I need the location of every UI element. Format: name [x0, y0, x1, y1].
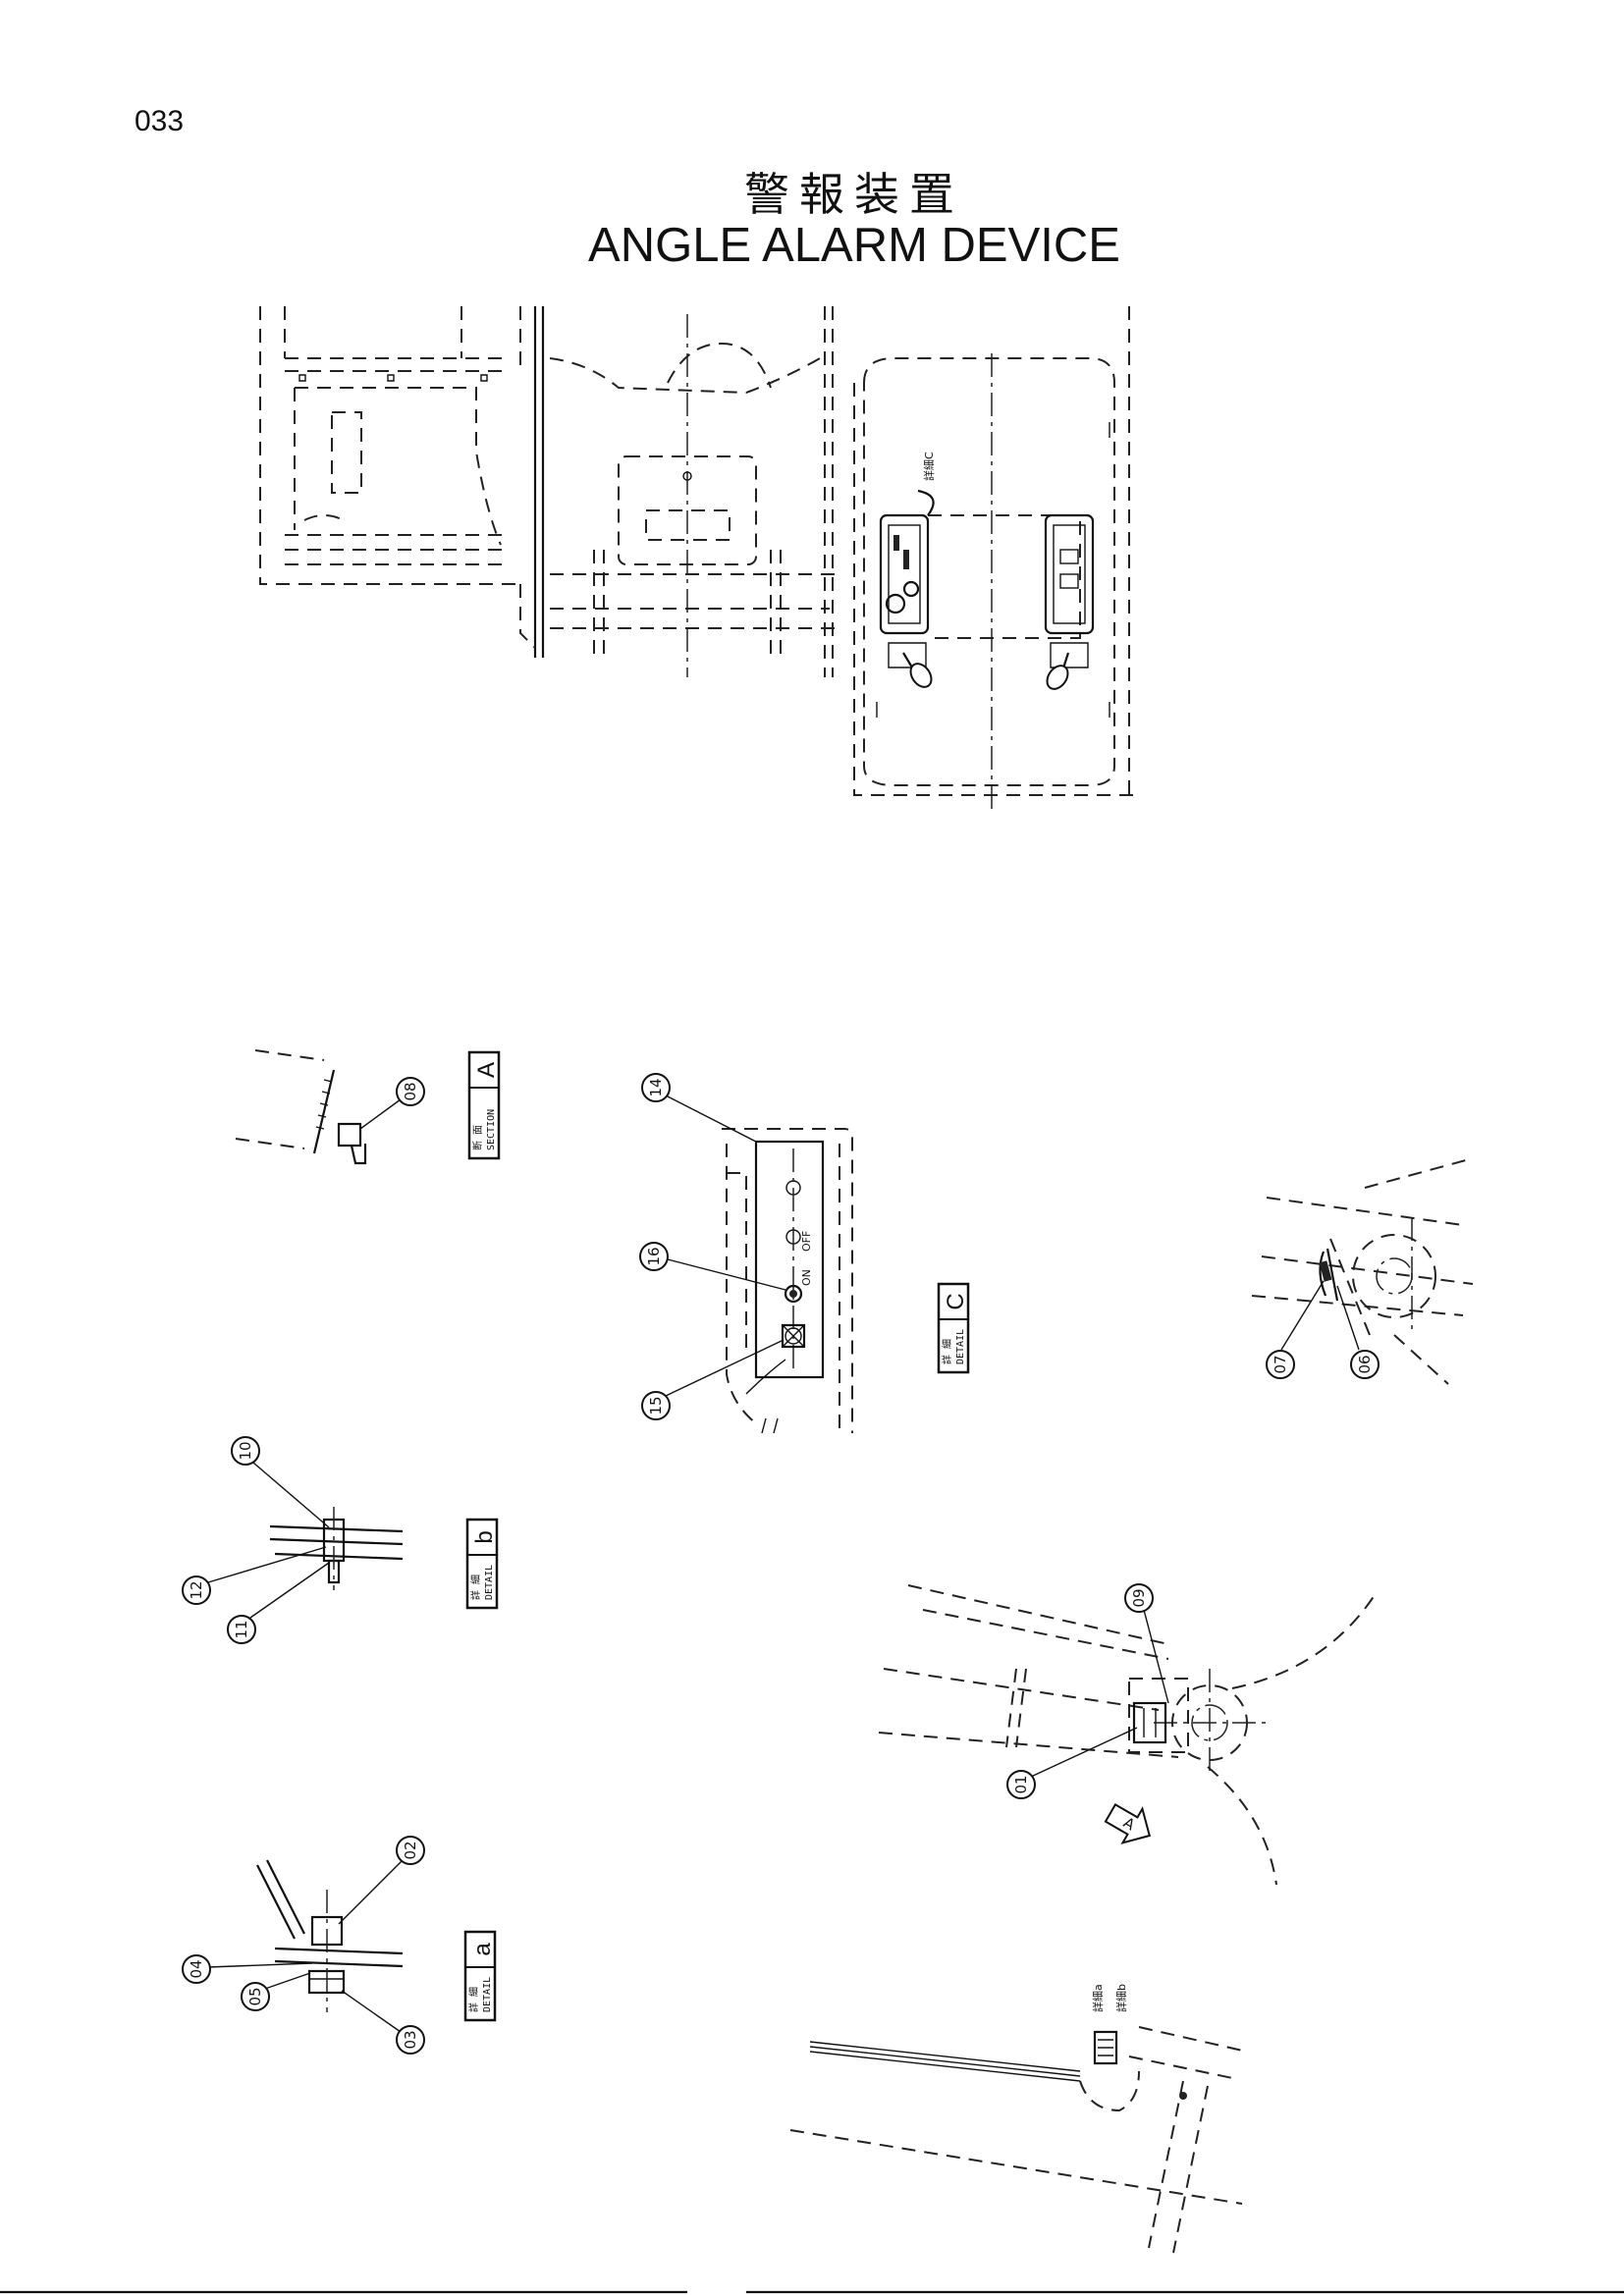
view-arrow-a: A [1104, 1802, 1152, 1844]
svg-text:断 面: 断 面 [471, 1125, 484, 1150]
callout-14-label: 14 [647, 1078, 665, 1096]
callout-08 [1124, 1583, 1154, 1613]
detail-a-view: 02 04 05 03 [182, 1836, 425, 2055]
page-number: 033 [135, 105, 185, 137]
detail-b-reference: 詳細b [1114, 1984, 1128, 2012]
callout-04 [182, 1954, 211, 1984]
title-japanese: 警報装置 [744, 168, 964, 221]
callout-06-label: 06 [1356, 1355, 1374, 1373]
callout-02 [396, 1836, 425, 1865]
section-a-view: 08 [235, 1049, 425, 1165]
callout-07-label: 07 [1272, 1355, 1289, 1373]
svg-text:詳 細: 詳 細 [941, 1339, 953, 1364]
callout-01-label: 01 [1012, 1775, 1030, 1793]
callout-12 [182, 1575, 211, 1605]
callout-04-label: 04 [188, 1959, 205, 1978]
callout-03-label: 03 [402, 2030, 419, 2049]
callout-16 [639, 1242, 669, 1271]
main-assembly-view: 詳細C [259, 306, 1134, 815]
switch-off-label: OFF [800, 1231, 813, 1252]
callout-09 [396, 1077, 425, 1106]
angle-switch-detail-view: 07 06 [1251, 1157, 1474, 1385]
svg-text:a: a [469, 1943, 496, 1956]
callout-15-label: 15 [647, 1396, 665, 1415]
svg-text:詳 細: 詳 細 [469, 1575, 482, 1600]
detail-a-reference: 詳細a [1091, 1984, 1105, 2012]
callout-01 [1006, 1770, 1036, 1799]
callout-11-label: 11 [233, 1620, 250, 1638]
callout-07 [1266, 1350, 1295, 1379]
svg-text:DETAIL: DETAIL [955, 1329, 966, 1364]
callout-12-label: 12 [188, 1580, 205, 1599]
detail-c-reference: 詳細C [922, 452, 936, 481]
svg-text:SECTION: SECTION [486, 1109, 497, 1150]
callout-14 [641, 1073, 671, 1102]
svg-text:詳 細: 詳 細 [467, 1987, 480, 2012]
svg-text:DETAIL: DETAIL [482, 1977, 493, 2012]
svg-text:A: A [473, 1062, 500, 1078]
callout-05-label: 05 [246, 1987, 264, 2005]
svg-text:b: b [471, 1530, 498, 1543]
callout-09-label: 08 [402, 1082, 419, 1100]
callout-03 [396, 2025, 425, 2055]
callout-16-label: 16 [645, 1247, 663, 1265]
section-a-tag: A 断 面 SECTION [467, 1050, 501, 1160]
detail-a-tag: a 詳 細 DETAIL [463, 1930, 497, 2022]
svg-text:C: C [943, 1293, 969, 1309]
detail-b-tag: b 詳 細 DETAIL [465, 1518, 499, 1610]
detail-c-tag: C 詳 細 DETAIL [937, 1282, 970, 1374]
svg-text:DETAIL: DETAIL [484, 1565, 495, 1600]
callout-06 [1350, 1350, 1380, 1379]
detail-b-view: 10 12 11 [182, 1436, 404, 1644]
callout-05 [241, 1982, 270, 2011]
detail-c-view: ON OFF 14 16 15 [639, 1073, 853, 1434]
side-elevation-view: 詳細a 詳細b [789, 1984, 1248, 2254]
callout-02-label: 02 [402, 1841, 419, 1859]
title-english: ANGLE ALARM DEVICE [588, 219, 1120, 272]
callout-11 [227, 1615, 256, 1644]
callout-08-label: 09 [1130, 1588, 1148, 1607]
switch-on-label: ON [800, 1269, 813, 1286]
callout-10-label: 10 [237, 1441, 254, 1460]
callout-10 [231, 1436, 260, 1466]
sensor-mount-view: 09 01 A [878, 1583, 1376, 1886]
callout-15 [641, 1391, 671, 1420]
